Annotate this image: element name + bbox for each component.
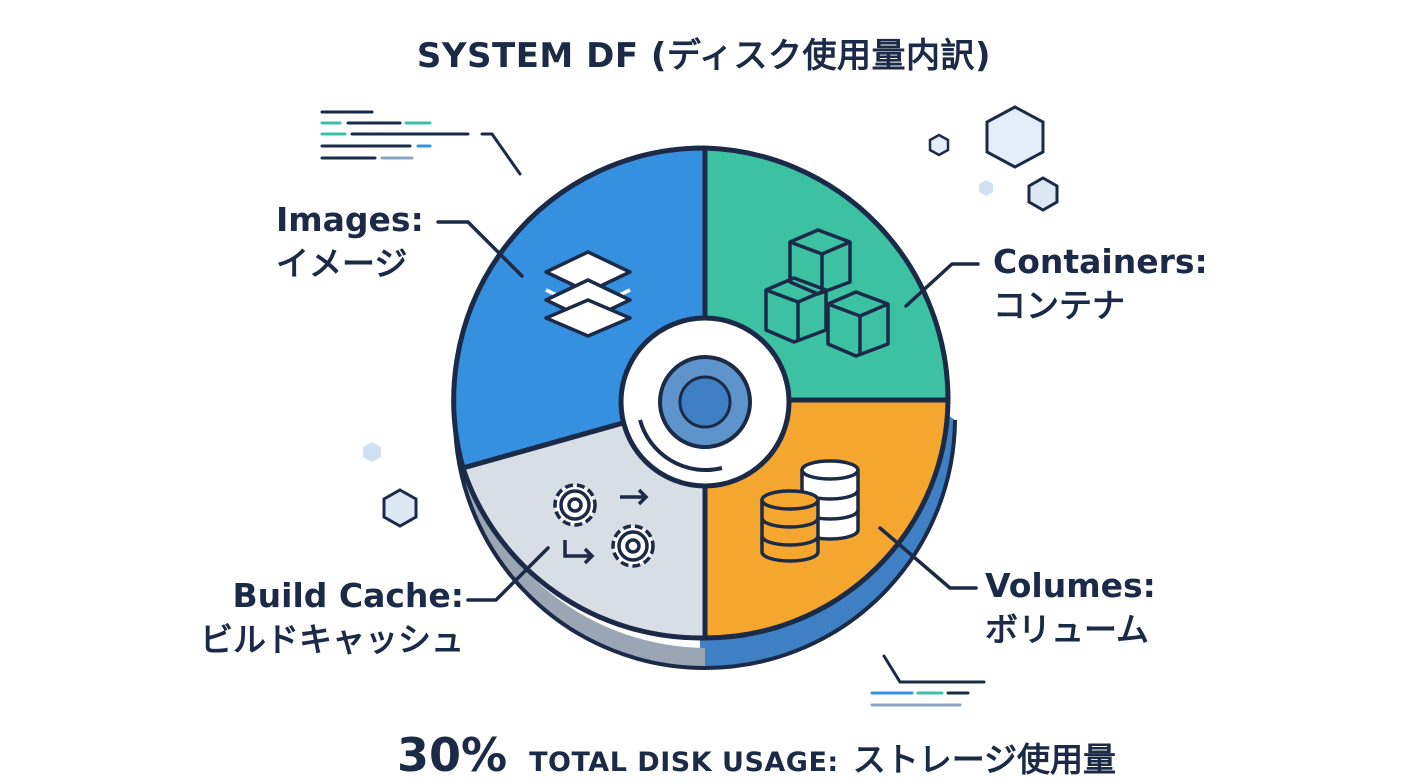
label-build-cache-en: Build Cache: xyxy=(232,576,465,615)
label-containers-jp: コンテナ xyxy=(993,286,1125,325)
leader-lines xyxy=(436,220,980,602)
label-containers: Containers: コンテナ xyxy=(993,240,1208,328)
disk-hub-icon xyxy=(618,315,792,489)
label-build-cache: Build Cache: ビルドキャッシュ xyxy=(200,574,464,662)
boxes-icon xyxy=(764,228,890,358)
label-volumes-jp: ボリューム xyxy=(985,610,1150,649)
label-volumes-en: Volumes: xyxy=(985,566,1156,605)
label-containers-en: Containers: xyxy=(993,242,1208,281)
label-images-en: Images: xyxy=(276,200,424,239)
code-lines-decoration-bottom xyxy=(870,654,986,707)
label-images-jp: イメージ xyxy=(276,244,408,283)
label-build-cache-jp: ビルドキャッシュ xyxy=(200,620,464,659)
label-volumes: Volumes: ボリューム xyxy=(985,564,1156,652)
usage-percent: 30% xyxy=(397,728,508,782)
usage-caption: TOTAL DISK USAGE: xyxy=(529,747,839,778)
footer-usage: 30% TOTAL DISK USAGE: ストレージ使用量 xyxy=(397,728,1116,782)
code-lines-decoration xyxy=(320,110,522,176)
gears-icon xyxy=(553,483,655,568)
hexagon-decoration xyxy=(363,105,1059,528)
layers-icon xyxy=(544,250,632,338)
page-title: SYSTEM DF (ディスク使用量内訳) xyxy=(416,36,992,76)
usage-caption-jp: ストレージ使用量 xyxy=(852,740,1117,779)
database-icon xyxy=(760,459,860,563)
label-images: Images: イメージ xyxy=(276,198,424,286)
